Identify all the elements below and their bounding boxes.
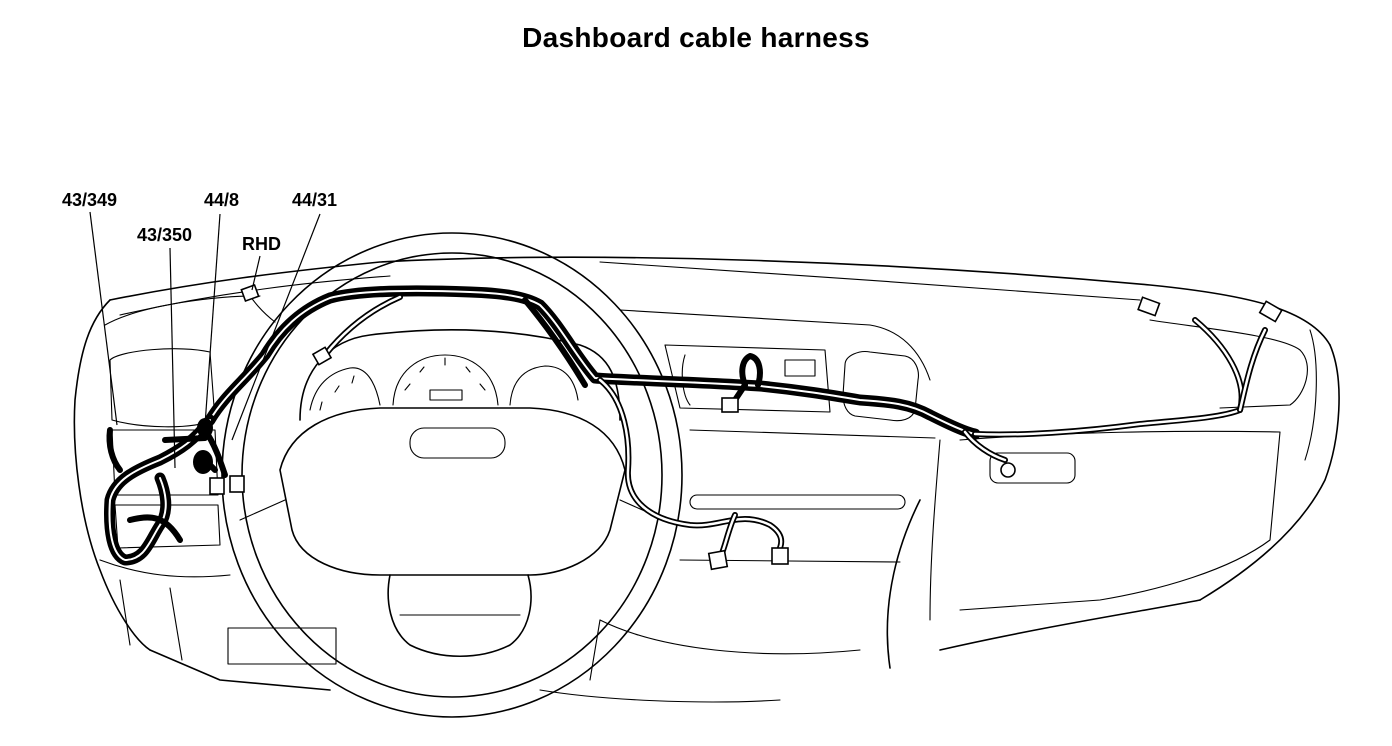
connector-7: [209, 477, 225, 495]
callout-label-44-8: 44/8: [204, 190, 239, 210]
connector-1: [1137, 296, 1161, 317]
connector-5: [771, 547, 789, 565]
leader-lines: [89, 211, 321, 469]
glovebox-light-connector: [1000, 462, 1016, 478]
connector-8: [229, 475, 245, 493]
callout-label-43-349: 43/349: [62, 190, 117, 210]
callout-label-44-31: 44/31: [292, 190, 337, 210]
connector-4: [707, 549, 729, 571]
connector-6: [311, 346, 333, 366]
connector-9: [240, 283, 260, 303]
main-harness: [104, 285, 1268, 566]
dashboard-outline: [73, 256, 1340, 703]
callout-label-43-350: 43/350: [137, 225, 192, 245]
connectors: [209, 283, 1283, 571]
connector-2: [1258, 300, 1283, 323]
callout-label-rhd: RHD: [242, 234, 281, 254]
steering-wheel: [221, 232, 683, 718]
diagram-title: Dashboard cable harness: [522, 22, 870, 53]
connector-3: [721, 397, 739, 413]
